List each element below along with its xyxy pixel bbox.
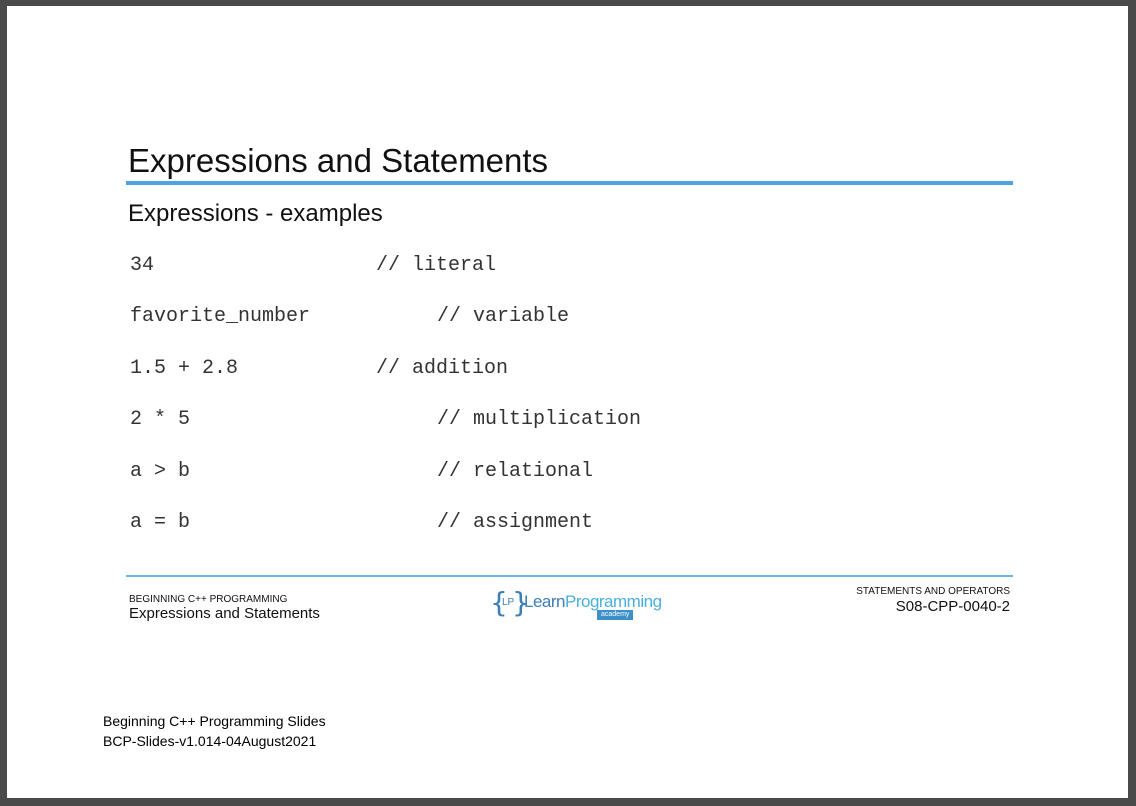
footer-topic: STATEMENTS AND OPERATORS [856,586,1010,597]
title-divider [126,181,1013,185]
learnprogramming-logo: { LP } LearnProgramming academy [490,586,662,626]
document-note-title: Beginning C++ Programming Slides [103,713,326,729]
code-comment: // assignment [437,511,594,534]
code-comment: // literal [376,254,497,277]
logo-close-brace: } [512,586,530,619]
document-note-version: BCP-Slides-v1.014-04August2021 [103,733,317,749]
code-expression: 2 * 5 [130,408,191,431]
code-expression: 1.5 + 2.8 [130,357,239,380]
code-comment: // variable [437,305,570,328]
logo-word-learn: Learn [524,592,565,611]
code-expression: a > b [130,460,191,483]
code-comment: // relational [437,460,594,483]
logo-lp-mark: LP [502,597,515,608]
logo-open-brace: { [490,586,508,619]
logo-academy-tag: academy [597,610,634,620]
footer-divider [126,575,1013,577]
logo-word-programming: Programming [564,592,662,611]
code-comment: // addition [376,357,509,380]
code-comment: // multiplication [437,408,642,431]
slide-title: Expressions and Statements [128,142,549,179]
footer-course: BEGINNING C++ PROGRAMMING [129,594,288,605]
code-expression: favorite_number [130,305,311,328]
logo-wordmark: LearnProgramming [524,592,662,612]
footer-slide-code: S08-CPP-0040-2 [895,598,1010,615]
slide-page: Expressions and Statements Expressions -… [7,6,1128,798]
code-expression: a = b [130,511,191,534]
code-expression: 34 [130,254,155,277]
slide-subtitle: Expressions - examples [128,200,383,227]
footer-section: Expressions and Statements [129,605,320,622]
